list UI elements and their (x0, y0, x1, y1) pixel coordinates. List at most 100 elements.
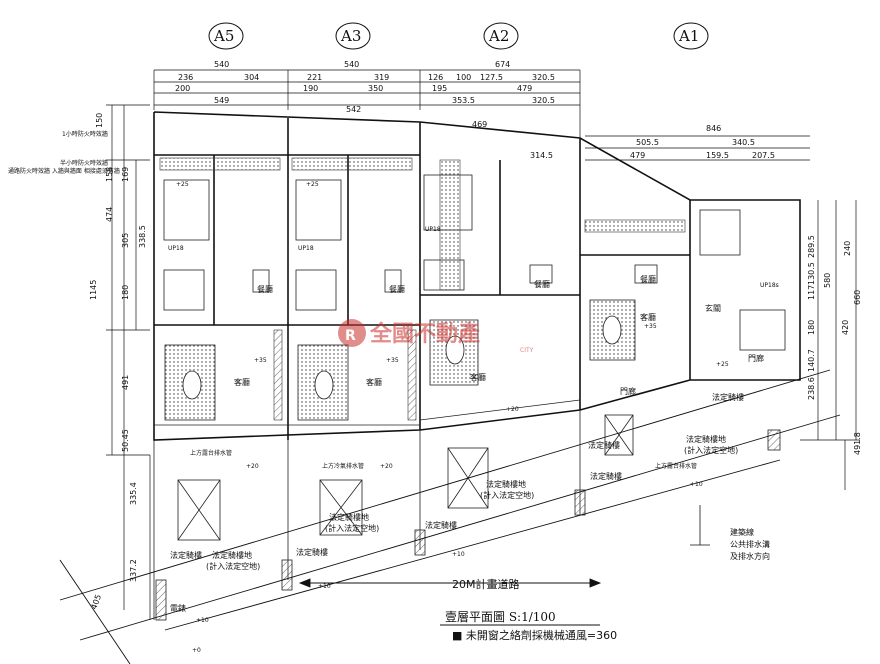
dim-right-238-6: 238.6 (807, 377, 816, 400)
dim-159-5: 159.5 (706, 151, 729, 160)
top-dimension-lines (153, 69, 810, 161)
dim-right-240: 240 (843, 241, 852, 256)
dim-right-491-8: 491.8 (853, 432, 862, 455)
electric-meter: 電錶 (170, 603, 186, 613)
dim-left-338-5: 338.5 (138, 225, 147, 248)
dim-304: 304 (244, 73, 259, 82)
elev-a3-porch: +20 (380, 463, 393, 470)
room-living-a1: 客廳 (640, 312, 656, 322)
note-fire-wall-half: 半小時防火時效牆 (60, 159, 108, 167)
watermark-text: 全國不動產 (369, 321, 480, 347)
dim-207-5: 207.5 (752, 151, 775, 160)
callout-drain-3: 上方露台排水管 (655, 462, 697, 470)
dim-right-580: 580 (823, 273, 832, 288)
dim-126: 126 (428, 73, 443, 82)
room-dining-a2: 餐廳 (534, 279, 550, 289)
dining-tables (252, 264, 658, 293)
grid-label-a1: A1 (678, 27, 699, 45)
room-dining-a3: 餐廳 (389, 284, 405, 294)
dim-479-a: 479 (517, 84, 532, 93)
room-dining-a5: 餐廳 (257, 284, 273, 294)
counters (159, 157, 686, 421)
legend-marker (690, 505, 710, 546)
elev-a3-living: +35 (386, 357, 399, 364)
dim-left-491: 491 (121, 375, 130, 390)
dim-505-5: 505.5 (636, 138, 659, 147)
grid-label-a5: A5 (213, 27, 234, 45)
building-line (59, 369, 841, 664)
dim-320-5: 320.5 (532, 73, 555, 82)
elev-a5-road: +10 (196, 617, 209, 624)
patio-a2: 法定騎樓 (590, 471, 622, 481)
patio-label-a1: 法定騎樓地 (686, 434, 726, 444)
dim-200: 200 (175, 84, 190, 93)
dim-195: 195 (432, 84, 447, 93)
room-porch-a1: 門廊 (748, 353, 764, 363)
elev-a5-living: +35 (254, 357, 267, 364)
room-patio-a1: 法定騎樓 (712, 392, 744, 402)
grid-label-a2: A2 (488, 27, 509, 45)
dim-221: 221 (307, 73, 322, 82)
dim-549: 549 (214, 96, 229, 105)
dim-right-117: 117 (807, 285, 816, 300)
dim-left-474: 474 (105, 207, 114, 222)
elev-a1-road: +10 (690, 481, 703, 488)
dim-right-140-7: 140.7 (807, 349, 816, 372)
note-fire-wall-entry: 通路防火時效牆 入牆與牆面 相接處須有牆 (8, 167, 120, 175)
room-living-a2: 客廳 (470, 372, 486, 382)
patio-a3: 法定騎樓 (296, 547, 328, 557)
dim-127-5: 127.5 (480, 73, 503, 82)
patio-label-a3: 法定騎樓地 (329, 512, 369, 522)
dim-319: 319 (374, 73, 389, 82)
elev-a2-road: +10 (452, 551, 465, 558)
room-living-a5: 客廳 (234, 377, 250, 387)
elev-a1-living: +35 (644, 323, 657, 330)
grid-label-a3: A3 (340, 27, 361, 45)
elev-a2-porch: +20 (506, 406, 519, 413)
elev-a3-road: +10 (318, 583, 331, 590)
dim-left-1145: 1145 (89, 280, 98, 300)
up-a3: UP18 (298, 245, 314, 252)
watermark-sub: CITY (520, 347, 534, 354)
up-a2: UP18 (425, 226, 441, 233)
dim-right-420: 420 (841, 320, 850, 335)
road-arrow (298, 578, 602, 588)
callout-drain-2: 上方冷氣排水管 (322, 462, 364, 470)
dim-left-335-4: 335.4 (129, 482, 138, 505)
elev-a5-zero: +0 (192, 647, 201, 654)
dim-left-158: 158 (105, 167, 114, 182)
right-dimension-lines (800, 200, 860, 490)
dim-320-5-b: 320.5 (532, 96, 555, 105)
patio-a1-b: 法定騎樓 (588, 440, 620, 450)
dim-846: 846 (706, 124, 721, 133)
elev-a3-top: +25 (306, 181, 319, 188)
dim-right-660: 660 (853, 290, 862, 305)
dim-314-5: 314.5 (530, 151, 553, 160)
dim-right-289-5: 289.5 (807, 235, 816, 258)
room-entry-a1: 玄關 (705, 303, 721, 313)
elev-a5-porch: +20 (246, 463, 259, 470)
sofas (164, 299, 636, 421)
room-dining-a1: 餐廳 (640, 274, 656, 284)
dim-left-180: 180 (121, 285, 130, 300)
dim-left-405: 405 (89, 593, 103, 610)
patio-counted-a3: (計入法定空地) (325, 523, 379, 533)
elev-a5-top: +25 (176, 181, 189, 188)
up-a1: UP18s (760, 282, 779, 289)
patio-label-a2: 法定騎樓地 (486, 479, 526, 489)
room-living-a3: 客廳 (366, 377, 382, 387)
patio-label-a5: 法定騎樓地 (212, 550, 252, 560)
callout-drain-1: 上方露台排水管 (190, 449, 232, 457)
dim-540-a: 540 (214, 60, 229, 69)
dim-340-5: 340.5 (732, 138, 755, 147)
patio-counted-a2: (計入法定空地) (480, 490, 534, 500)
road-label: 20M計畫道路 (452, 577, 520, 591)
dim-left-305: 305 (121, 233, 130, 248)
patio-a5: 法定騎樓 (170, 550, 202, 560)
patio-a2b: 法定騎樓 (425, 520, 457, 530)
dim-right-180: 180 (807, 320, 816, 335)
patio-counted-a1: (計入法定空地) (684, 445, 738, 455)
dim-353-5: 353.5 (452, 96, 475, 105)
dim-left-169: 169 (121, 167, 130, 182)
